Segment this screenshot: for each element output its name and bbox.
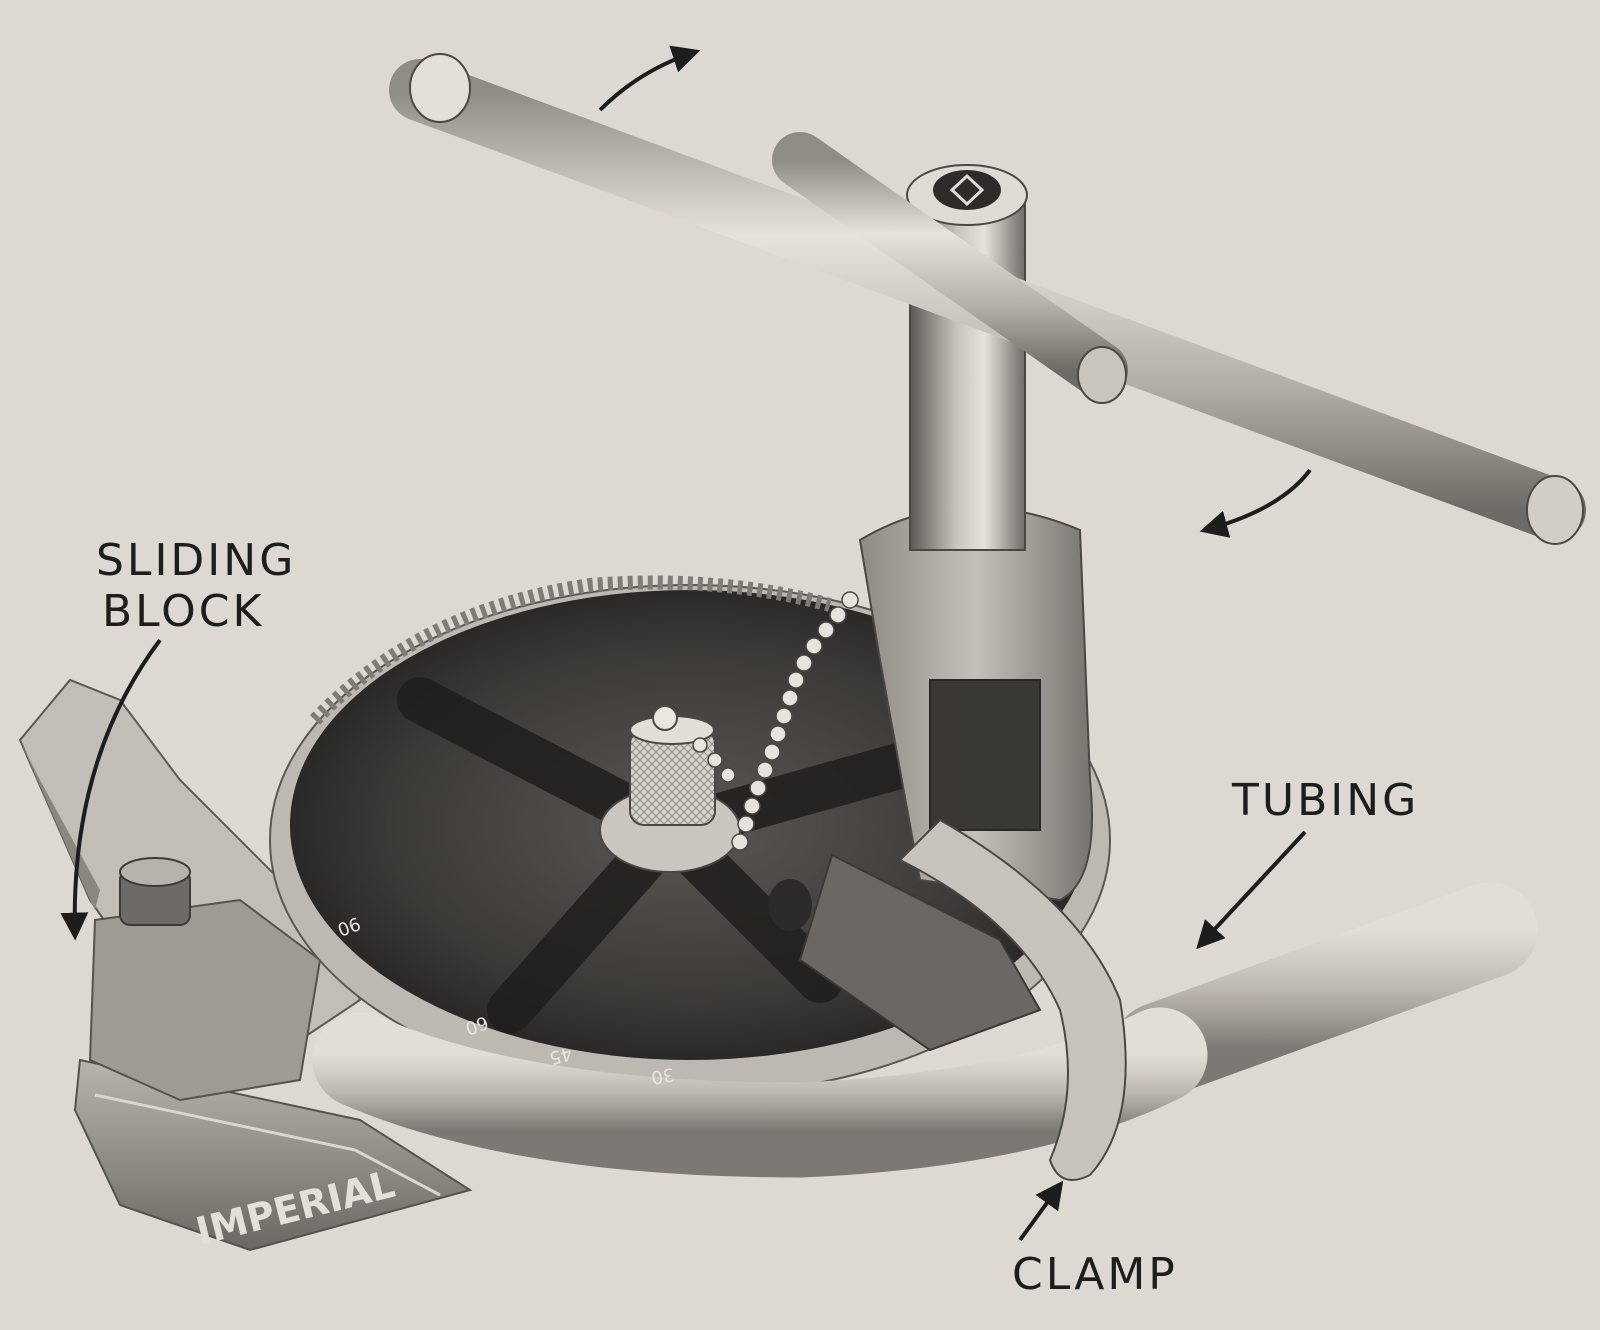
- sliding-block-label: SLIDING BLOCK: [96, 535, 297, 637]
- tubing: [312, 882, 1538, 1178]
- base-casting: [73, 1058, 473, 1252]
- lever-arm: [768, 853, 1042, 1052]
- sliding-block-label-line2: BLOCK: [102, 585, 265, 637]
- sliding-block-arrow: [60, 638, 162, 941]
- sliding-block-label-line1: SLIDING: [96, 535, 297, 586]
- clamp-label: CLAMP: [1012, 1249, 1178, 1300]
- short-handle-rod: [772, 132, 1128, 404]
- scale-mark-30: 30: [650, 1063, 676, 1088]
- clamp: [898, 818, 1127, 1181]
- sliding-block: [18, 678, 362, 1102]
- tubing-label: TUBING: [1232, 775, 1420, 826]
- screw-housing: [858, 506, 1093, 902]
- clamp-arrow: [1018, 1180, 1064, 1242]
- tubing-arrow: [1196, 830, 1307, 950]
- ball-chain: [692, 591, 859, 851]
- center-knob: [629, 705, 716, 826]
- rotation-arrow-top: [598, 45, 701, 112]
- rotation-arrow-right: [1199, 468, 1312, 538]
